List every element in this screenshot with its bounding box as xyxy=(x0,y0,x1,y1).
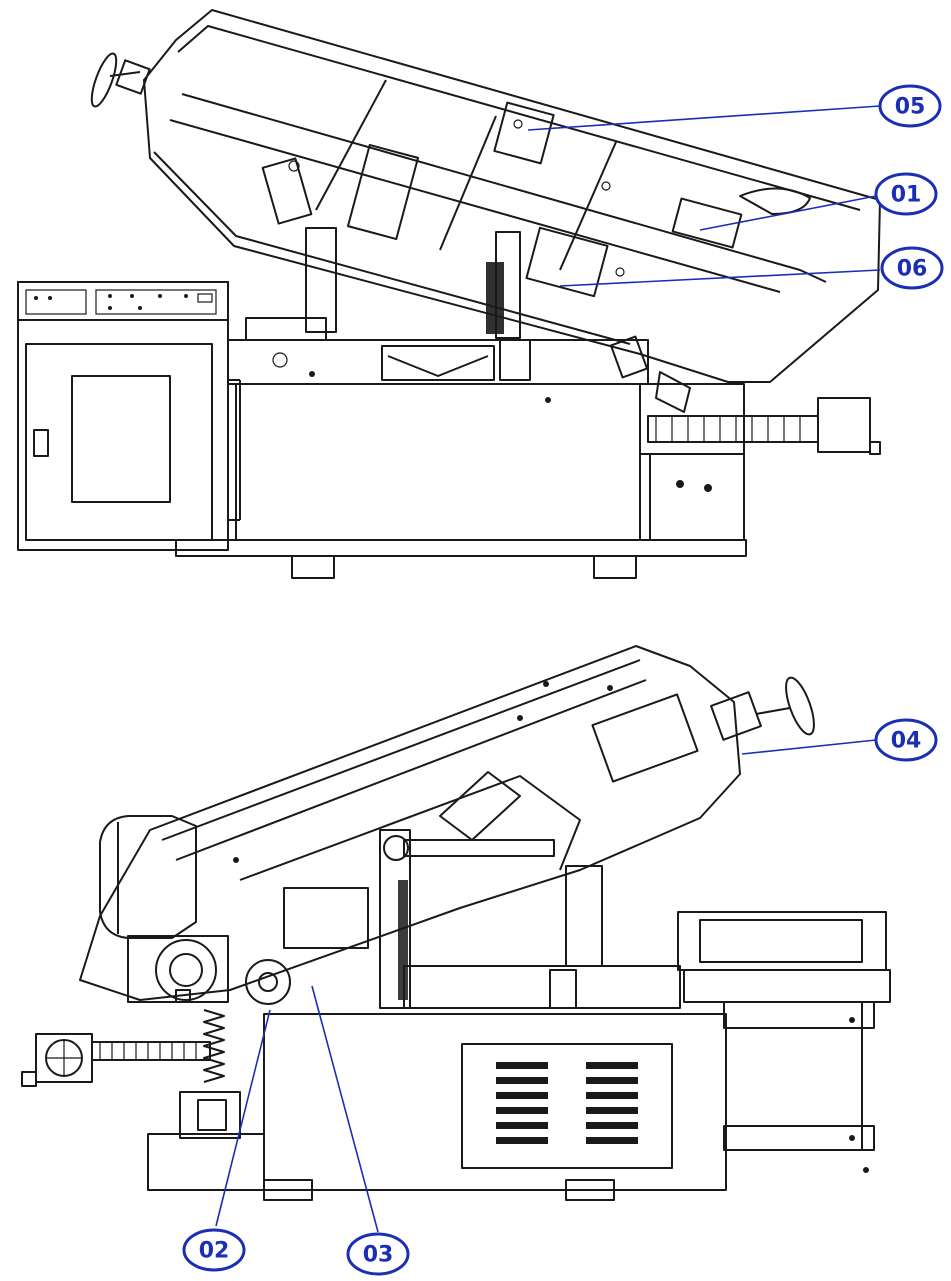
svg-text:04: 04 xyxy=(891,729,922,754)
vice-column-bottom xyxy=(283,829,681,1009)
leader-06 xyxy=(559,269,881,287)
svg-text:06: 06 xyxy=(897,257,928,282)
roller-conveyor-top xyxy=(647,397,881,455)
callout-03: 03 xyxy=(346,1232,410,1276)
callout-02: 02 xyxy=(182,1228,246,1272)
saw-arm-top xyxy=(90,9,881,413)
right-stand-bottom xyxy=(677,911,891,1151)
saw-arm-bottom xyxy=(79,645,815,1001)
callout-01: 01 xyxy=(874,172,938,216)
callout-04: 04 xyxy=(874,718,938,762)
leader-02 xyxy=(215,1009,271,1227)
leader-03 xyxy=(311,985,379,1233)
callout-06: 06 xyxy=(880,246,944,290)
leader-05 xyxy=(527,105,881,131)
svg-text:02: 02 xyxy=(199,1239,230,1264)
svg-text:01: 01 xyxy=(891,183,922,208)
bottom-machine-view xyxy=(21,645,891,1201)
control-cabinet xyxy=(17,281,241,551)
roller-conveyor-bottom xyxy=(21,1033,211,1087)
top-machine-view xyxy=(17,9,881,579)
leader-01 xyxy=(699,195,877,231)
svg-text:05: 05 xyxy=(895,95,926,120)
svg-text:03: 03 xyxy=(363,1243,394,1268)
leader-04 xyxy=(741,739,877,755)
drive-motor xyxy=(99,815,291,1005)
callouts: 05 01 06 04 02 03 xyxy=(182,84,944,1276)
ventilation-louvres xyxy=(496,1062,638,1144)
vice-column-top xyxy=(245,227,521,341)
machine-base-bottom xyxy=(147,1013,869,1201)
tension-spring xyxy=(179,1009,241,1139)
machine-base-top xyxy=(175,339,747,579)
callout-05: 05 xyxy=(878,84,942,128)
